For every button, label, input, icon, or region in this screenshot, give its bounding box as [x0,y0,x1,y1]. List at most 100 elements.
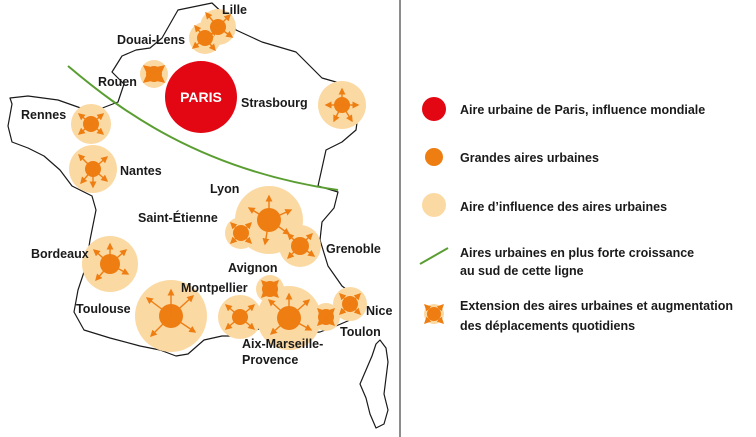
extension-arrow-avignon-1 [269,280,279,290]
extension-arrow-lyon-1 [268,209,293,221]
legend-text-croissance-1: au sud de cette ligne [460,264,584,278]
legend-symbol-paris [422,97,446,121]
extension-arrow-montpellier-3 [224,316,241,330]
paris-label: PARIS [180,89,222,105]
city-label-bordeaux: Bordeaux [31,247,89,261]
paris-circle[interactable] [165,61,237,133]
legend-symbol-urban [425,148,443,166]
influence-areas [69,9,367,352]
extension-arrow-grenoble-2 [299,245,316,257]
extension-arrow-lyon-3 [262,219,270,246]
extension-arrow-montpellier-1 [239,304,256,318]
city-label-toulon: Toulon [340,325,381,339]
extension-arrow-strasbourg-3 [333,104,343,123]
extension-arrow-lille-1 [217,14,231,28]
extension-arrow-rennes-3 [77,123,92,135]
extension-arrow-grenoble-1 [299,233,313,247]
extension-arrow-nice-2 [349,303,361,315]
extension-arrow-nice-1 [349,293,361,305]
city-label-aix-marseille-provence: Aix-Marseille-Provence [242,337,323,367]
extension-arrow-rennes-2 [90,123,105,135]
extension-arrow-grenoble-0 [287,233,301,247]
extension-arrow-montpellier-0 [224,304,241,318]
extension-arrow-toulon-2 [325,316,335,326]
legend-text-extension-0: Extension des aires urbaines et augmenta… [460,299,733,313]
city-label-strasbourg: Strasbourg [241,96,308,110]
growth-line [67,65,339,191]
city-label-avignon: Avignon [228,261,278,275]
extension-arrow-toulon-0 [317,308,327,318]
extension-arrow-douai-lens-3 [191,37,206,49]
extension-arrow-lille-0 [205,11,219,28]
extension-arrow-aix-marseille-provence-3 [269,317,290,335]
extension-arrow-rennes-0 [77,113,92,125]
extension-arrow-nantes-0 [78,154,94,170]
city-label-toulouse: Toulouse [76,302,131,316]
extension-arrow-rouen-3 [142,73,155,83]
extension-arrow-rouen-1 [153,65,166,75]
city-label-rouen: Rouen [98,75,137,89]
extension-arrow-douai-lens-1 [204,29,219,39]
extension-arrow-saint-etienne-1 [240,222,252,234]
extension-arrow-nantes-2 [92,168,109,182]
city-label-rennes: Rennes [21,108,66,122]
extension-arrow-saint-etienne-3 [230,232,242,244]
city-label-nantes: Nantes [120,164,162,178]
extension-arrow-rouen-2 [153,73,166,83]
legend-text-extension-1: des déplacements quotidiens [460,319,635,333]
extension-arrow-saint-etienne-0 [230,222,242,234]
extension-arrow-toulouse-3 [150,315,172,337]
corsica-outline [359,339,389,429]
extension-arrow-bordeaux-2 [109,263,130,275]
extension-arrow-bordeaux-3 [95,263,111,282]
extension-arrow-lyon-4 [247,207,270,221]
extension-arrow-douai-lens-2 [204,37,216,52]
legend: Aire urbaine de Paris, influence mondial… [419,97,733,333]
extension-arrows [77,11,361,337]
extension-arrow-avignon-0 [261,280,271,290]
city-label-lille: Lille [222,3,247,17]
city-label-nice: Nice [366,304,392,318]
extension-arrow-bordeaux-0 [92,249,111,265]
extension-arrow-rennes-1 [90,113,105,125]
extension-arrow-nice-0 [339,293,351,305]
city-labels: LilleDouai-LensRouenStrasbourgRennesNant… [21,3,392,367]
legend-symbol-influence [422,193,446,217]
extension-arrow-rouen-0 [142,65,155,75]
extension-arrow-grenoble-3 [287,245,301,259]
extension-arrow-avignon-3 [261,288,271,298]
legend-text-paris-0: Aire urbaine de Paris, influence mondial… [460,103,705,117]
extension-arrow-avignon-2 [269,288,279,298]
legend-text-influence-0: Aire d’influence des aires urbaines [460,200,667,214]
city-label-saint-etienne: Saint-Étienne [138,210,218,225]
growth-line-layer [67,65,339,191]
extension-arrow-nice-3 [339,303,351,315]
city-label-grenoble: Grenoble [326,242,381,256]
extension-arrow-bordeaux-1 [109,249,128,265]
extension-arrow-toulouse-0 [145,297,172,317]
extension-arrow-strasbourg-2 [341,104,353,123]
extension-arrow-toulouse-2 [170,315,197,333]
extension-arrow-aix-marseille-provence-1 [288,299,311,319]
extension-arrow-saint-etienne-2 [240,232,252,244]
extension-arrow-toulon-3 [317,316,327,326]
france-outline [7,2,363,357]
extension-arrow-lyon-2 [268,219,291,235]
extension-arrow-douai-lens-0 [194,24,206,39]
extension-arrow-lille-2 [217,26,234,38]
extension-arrow-montpellier-2 [239,316,256,330]
extension-arrow-aix-marseille-provence-0 [267,299,290,319]
extension-arrow-nantes-3 [80,168,94,185]
extension-arrow-toulouse-1 [170,295,195,317]
city-label-lyon: Lyon [210,182,239,196]
legend-text-grandes-0: Grandes aires urbaines [460,151,599,165]
extension-arrow-aix-marseille-provence-2 [288,317,313,331]
legend-text-croissance-0: Aires urbaines en plus forte croissance [460,246,694,260]
legend-symbol-extension [424,304,444,324]
city-label-montpellier: Montpellier [181,281,248,295]
city-label-douai-lens: Douai-Lens [117,33,185,47]
extension-arrow-nantes-1 [92,156,109,170]
extension-arrow-toulon-1 [325,308,335,318]
legend-symbol-growth-line [419,247,449,265]
